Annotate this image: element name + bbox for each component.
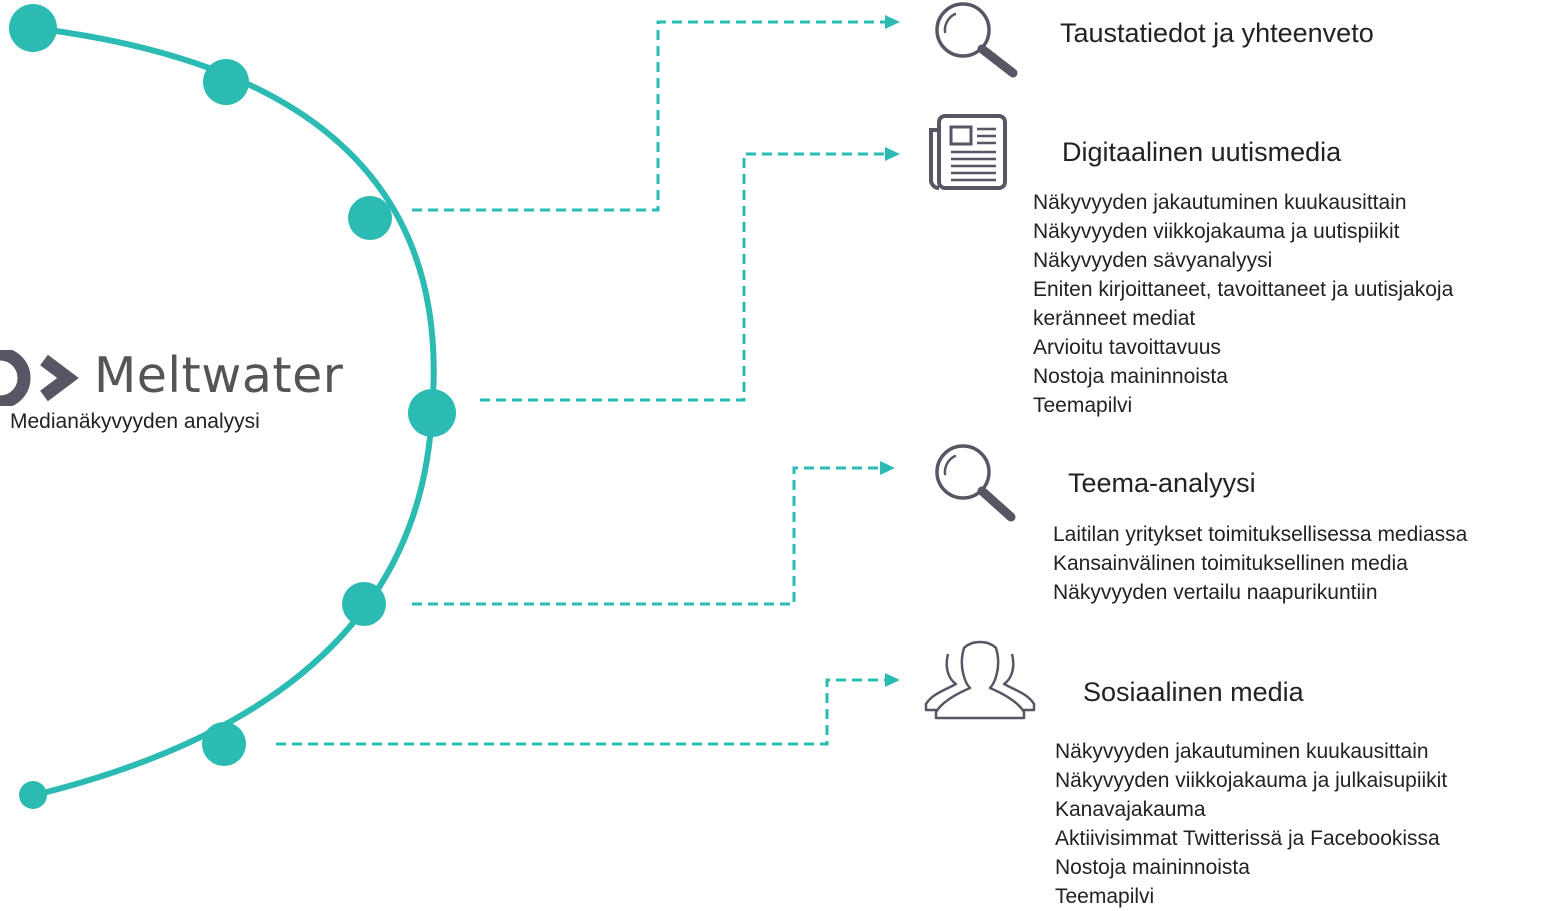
newspaper-icon xyxy=(929,114,1007,190)
list-item: Näkyvyyden viikkojakauma ja julkaisupiik… xyxy=(1055,769,1448,792)
list-item: Kanavajakauma xyxy=(1055,798,1206,821)
timeline-node xyxy=(19,781,47,809)
meltwater-logo-icon xyxy=(0,350,79,406)
users-icon xyxy=(924,640,1036,720)
section-list-teema: Laitilan yritykset toimituksellisessa me… xyxy=(1053,520,1467,607)
connector-digitaalinen xyxy=(480,152,885,402)
connector-sosiaalinen xyxy=(276,678,885,746)
search-icon xyxy=(935,2,1018,78)
connector-teema xyxy=(412,466,880,606)
timeline-node xyxy=(202,722,246,766)
section-title-digitaalinen: Digitaalinen uutismedia xyxy=(1062,137,1342,167)
list-item: Näkyvyyden vertailu naapurikuntiin xyxy=(1053,581,1378,604)
section-title-sosiaalinen: Sosiaalinen media xyxy=(1083,677,1304,707)
list-item: Teemapilvi xyxy=(1055,885,1155,908)
list-item: Näkyvyyden jakautuminen kuukausittain xyxy=(1055,740,1429,763)
section-title-teema: Teema-analyysi xyxy=(1068,468,1256,498)
arrowhead xyxy=(885,15,900,29)
list-item: Näkyvyyden viikkojakauma ja uutispiikit xyxy=(1033,220,1400,243)
list-item: Teemapilvi xyxy=(1033,394,1133,417)
section-list-sosiaalinen: Näkyvyyden jakautuminen kuukausittain Nä… xyxy=(1055,737,1447,911)
timeline-node xyxy=(348,196,392,240)
arrowhead xyxy=(885,147,900,161)
brand-block: Meltwater Medianäkyvyyden analyysi xyxy=(0,346,350,436)
list-item: Nostoja maininnoista xyxy=(1033,365,1228,388)
list-item: Näkyvyyden jakautuminen kuukausittain xyxy=(1033,191,1407,214)
list-item: Arvioitu tavoittavuus xyxy=(1033,336,1221,359)
list-item: Laitilan yritykset toimituksellisessa me… xyxy=(1053,523,1468,546)
list-item: Nostoja maininnoista xyxy=(1055,856,1250,879)
list-item: Eniten kirjoittaneet, tavoittaneet ja uu… xyxy=(1033,278,1454,301)
list-item: Kansainvälinen toimituksellinen media xyxy=(1053,552,1408,575)
list-item: Aktiivisimmat Twitterissä ja Facebookiss… xyxy=(1055,827,1440,850)
timeline-node xyxy=(9,4,57,52)
arrowhead xyxy=(880,461,895,475)
arrowhead xyxy=(885,673,900,687)
connector-taustatiedot xyxy=(412,20,885,212)
brand-subtitle: Medianäkyvyyden analyysi xyxy=(10,410,260,433)
search-icon xyxy=(935,444,1016,522)
section-list-digitaalinen: Näkyvyyden jakautuminen kuukausittain Nä… xyxy=(1033,188,1453,420)
brand-name: Meltwater xyxy=(94,347,344,404)
timeline-node xyxy=(203,59,249,105)
section-title-taustatiedot: Taustatiedot ja yhteenveto xyxy=(1060,18,1374,48)
timeline-node xyxy=(342,582,386,626)
list-item: keränneet mediat xyxy=(1033,307,1196,330)
timeline-node xyxy=(408,389,456,437)
list-item: Näkyvyyden sävyanalyysi xyxy=(1033,249,1273,272)
